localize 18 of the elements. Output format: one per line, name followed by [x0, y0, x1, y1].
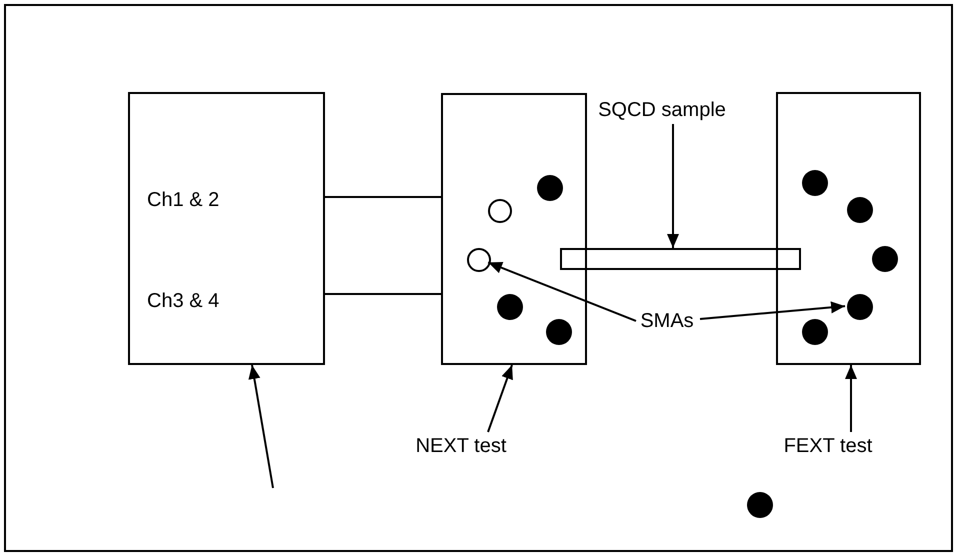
arrow — [667, 124, 679, 248]
cable-line — [325, 293, 441, 295]
sample-strip — [560, 248, 801, 270]
arrow — [700, 301, 846, 320]
arrow — [487, 364, 513, 432]
callout-label: FEXT test — [772, 432, 884, 460]
test-fixture-box — [441, 93, 587, 365]
arrow — [488, 262, 636, 322]
callout-label: SMAs — [633, 306, 701, 336]
callout-label: NEXT test — [386, 432, 536, 460]
arrow — [248, 364, 274, 488]
arrow — [845, 365, 857, 432]
test-fixture-box — [776, 92, 921, 365]
channel-label: Ch1 & 2 — [147, 188, 220, 212]
channel-label: Ch3 & 4 — [147, 289, 220, 313]
instrument-box — [128, 92, 325, 365]
callout-label: SQCD sample — [592, 96, 732, 124]
cable-line — [325, 196, 441, 198]
